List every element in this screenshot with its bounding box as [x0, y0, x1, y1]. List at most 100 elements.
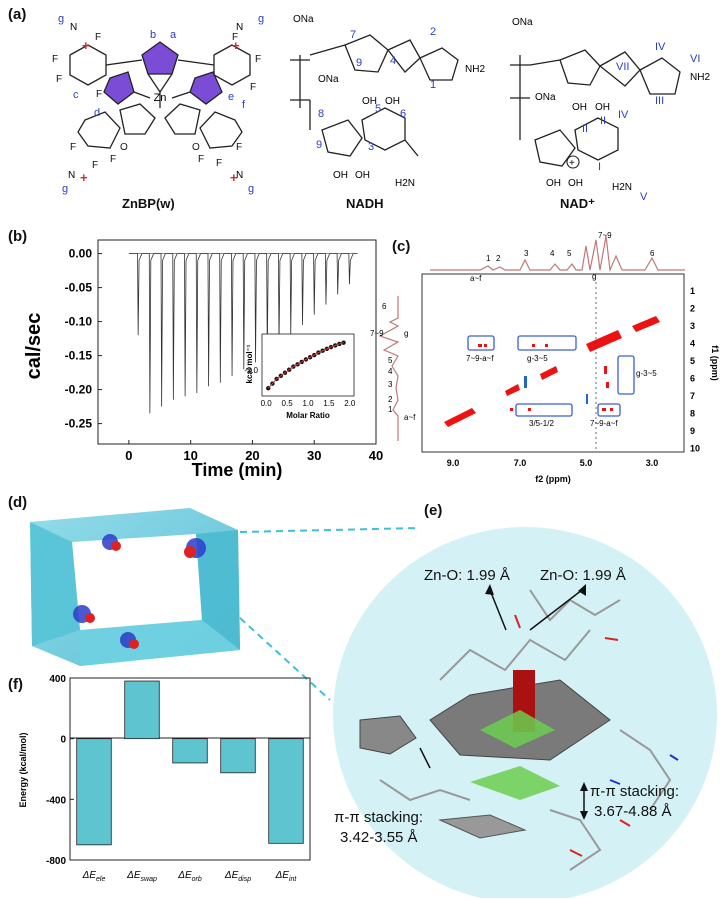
svg-text:VI: VI: [690, 53, 700, 65]
svg-text:N: N: [70, 22, 77, 33]
lower-pyridine: [438, 814, 527, 839]
md-annotations: Zn-O: 1.99 Å Zn-O: 1.99 Å π-π stacking: …: [334, 567, 679, 846]
inset-ytick: -2.0: [244, 366, 258, 375]
energy-bar: [220, 738, 256, 774]
svg-text:ONa: ONa: [293, 14, 314, 25]
svg-text:F: F: [70, 142, 76, 153]
noesy-ytick: 3: [690, 321, 695, 331]
inset-xtick: 2.0: [344, 399, 356, 408]
svg-text:+: +: [82, 38, 90, 53]
nad-structure: [510, 49, 681, 167]
inset-xtick: 0.5: [282, 399, 294, 408]
noesy-xtick: 7.0: [514, 458, 527, 468]
svg-text:4: 4: [388, 367, 393, 376]
energy-bar: [76, 738, 112, 846]
noesy-ytick: 8: [690, 409, 695, 419]
svg-text:NH2: NH2: [465, 64, 485, 75]
svg-text:5: 5: [567, 249, 572, 258]
energy-ytick: 0: [60, 735, 66, 746]
noesy-ytick: 9: [690, 426, 695, 436]
nadh-numbers: 1 2 3 4 5 6 7 8 9 9: [316, 26, 436, 153]
svg-text:F: F: [232, 32, 238, 43]
svg-text:9: 9: [356, 57, 362, 69]
md-oxygen-sticks: [514, 614, 631, 857]
noesy-xtick: 9.0: [447, 458, 460, 468]
inset-xlabel: Molar Ratio: [286, 411, 330, 420]
znbp-name: ZnBP(w): [122, 196, 175, 211]
nci-surface-2: [470, 766, 560, 800]
svg-text:1: 1: [486, 254, 491, 263]
svg-text:g-3~5: g-3~5: [636, 369, 657, 378]
noesy-xtick: 5.0: [580, 458, 593, 468]
md-water-box: [30, 508, 240, 666]
svg-text:4: 4: [390, 55, 396, 67]
svg-text:+: +: [569, 158, 575, 169]
svg-text:F: F: [236, 142, 242, 153]
svg-text:g: g: [592, 272, 596, 281]
zno-left-label: Zn-O: 1.99 Å: [424, 567, 510, 584]
svg-text:7~9: 7~9: [598, 231, 612, 240]
noesy-xtick: 3.0: [646, 458, 659, 468]
inset-xtick: 1.5: [323, 399, 335, 408]
svg-text:g: g: [248, 183, 254, 195]
svg-text:II: II: [582, 123, 588, 135]
svg-text:O: O: [120, 142, 128, 153]
svg-text:f: f: [242, 99, 246, 111]
svg-text:2: 2: [430, 26, 436, 38]
svg-text:g: g: [258, 13, 264, 25]
itc-ytick: -0.15: [65, 349, 93, 363]
svg-text:3: 3: [524, 249, 529, 258]
noesy-side-labels: 6 7~9 g 5 4 3 2 1 a~f: [370, 302, 416, 422]
svg-text:+: +: [230, 170, 238, 185]
noesy-xlabel: f2 (ppm): [535, 474, 571, 484]
svg-text:+: +: [232, 38, 240, 53]
svg-text:6: 6: [382, 302, 387, 311]
energy-ytick: -400: [46, 795, 66, 806]
itc-xtick: 0: [125, 448, 132, 463]
svg-text:F: F: [92, 160, 98, 171]
svg-text:III: III: [655, 95, 664, 107]
svg-text:g-3~5: g-3~5: [527, 354, 548, 363]
svg-text:6: 6: [400, 108, 406, 120]
noesy-top-projection: [430, 235, 685, 273]
svg-text:OH: OH: [572, 102, 587, 113]
svg-text:ONa: ONa: [512, 17, 533, 28]
energy-ytick: -800: [46, 856, 66, 867]
svg-text:+: +: [80, 170, 88, 185]
energy-ytick: 400: [49, 674, 66, 685]
itc-xtick: 40: [369, 448, 383, 463]
noesy-top-labels: 1 2 3 4 5 7~9 6 a~f g: [470, 231, 655, 283]
itc-xtick: 10: [183, 448, 197, 463]
svg-text:OH: OH: [568, 178, 583, 189]
nad-name: NAD⁺: [560, 196, 596, 211]
itc-xlabel: Time (min): [192, 460, 283, 480]
svg-text:9: 9: [316, 139, 322, 151]
svg-text:N: N: [236, 170, 243, 181]
noesy-box-labels: 7~9-a~f g-3~5 g-3~5 3/5-1/2 7~9-a~f: [466, 354, 657, 428]
itc-ytick: -0.05: [65, 281, 93, 295]
svg-text:2: 2: [496, 254, 501, 263]
svg-text:3: 3: [368, 141, 374, 153]
noesy-ytick: 4: [690, 339, 695, 349]
md-solutes: [73, 534, 206, 649]
svg-text:OH: OH: [333, 170, 348, 181]
svg-text:5: 5: [388, 356, 393, 365]
noesy-blue-peaks: [524, 376, 588, 404]
nad-numerals: I II III IV V VI VII IV II: [582, 41, 700, 203]
svg-text:F: F: [250, 82, 256, 93]
panel-d-label: (d): [8, 494, 28, 511]
noesy-ytick: 2: [690, 304, 695, 314]
left-adenine: [359, 715, 417, 755]
panel-e-label: (e): [424, 502, 443, 519]
nci-surface-1: [480, 710, 555, 748]
itc-ytick: -0.25: [65, 417, 93, 431]
noesy-ytick: 7: [690, 391, 695, 401]
nadh-text: ONa ONa NH2 H2N OH OH OH OH: [293, 14, 485, 189]
itc-xtick: 20: [245, 448, 259, 463]
svg-text:F: F: [96, 89, 102, 100]
energy-category-label: ΔEint: [275, 870, 298, 883]
